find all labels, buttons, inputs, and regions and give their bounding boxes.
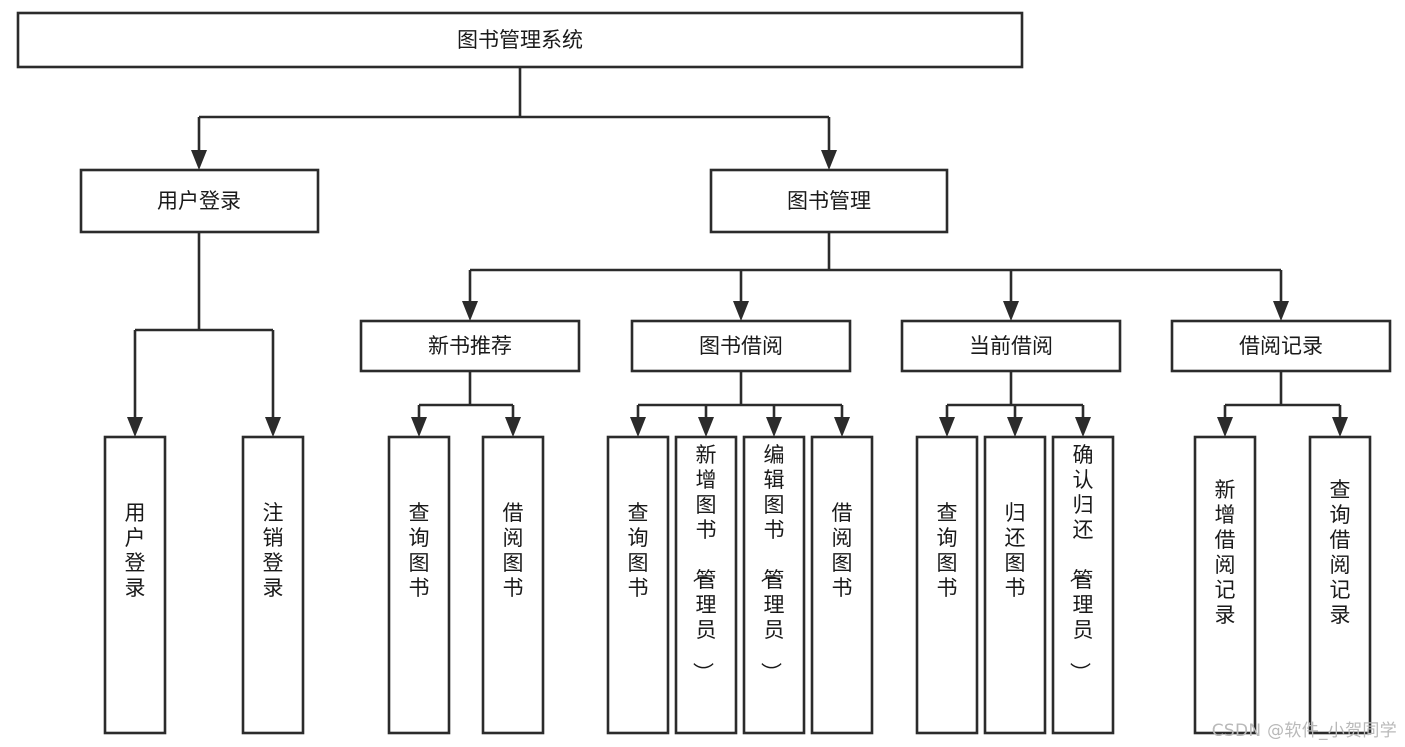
leaf-query-book-2-box[interactable] <box>606 435 670 735</box>
leaf-user-logout-box[interactable] <box>241 435 305 735</box>
leaf-user-logout-label: 注销登录 <box>263 501 284 600</box>
node-leaf-borrow-book-1[interactable]: 借阅图书 <box>481 435 545 735</box>
csdn-watermark: CSDN @软件_小贺同学 <box>1211 721 1397 741</box>
book-management-label: 图书管理 <box>787 189 871 213</box>
node-book-borrow[interactable]: 图书借阅 <box>630 319 852 373</box>
node-book-management[interactable]: 图书管理 <box>709 168 949 234</box>
leaf-confirm-return-box[interactable] <box>1051 435 1115 735</box>
node-leaf-add-record[interactable]: 新增借阅记录 <box>1193 435 1257 735</box>
leaf-add-book-label: 新增图书（管理员） <box>691 443 717 683</box>
node-leaf-user-login[interactable]: 用户登录 <box>103 435 167 735</box>
node-root[interactable]: 图书管理系统 <box>16 11 1024 69</box>
leaf-return-book-label: 归还图书 <box>1005 501 1026 600</box>
root-box[interactable] <box>16 11 1024 69</box>
node-new-book-recommend[interactable]: 新书推荐 <box>359 319 581 373</box>
leaf-query-book-2-label: 查询图书 <box>628 501 649 600</box>
arrow-leaf-borrow-book-2 <box>834 417 850 437</box>
leaf-borrow-book-1-box[interactable] <box>481 435 545 735</box>
arrow-leaf-return-book <box>1007 417 1023 437</box>
leaf-query-book-3-label: 查询图书 <box>937 501 958 600</box>
new-book-recommend-label: 新书推荐 <box>428 334 512 358</box>
arrow-leaf-user-login <box>127 417 143 437</box>
leaf-edit-book-label: 编辑图书（管理员） <box>759 443 785 683</box>
current-borrow-label: 当前借阅 <box>969 334 1053 358</box>
node-leaf-confirm-return[interactable]: 确认归还（管理员） <box>1051 435 1115 735</box>
leaf-add-record-label: 新增借阅记录 <box>1215 478 1236 627</box>
arrow-new-book-recommend <box>462 301 478 321</box>
node-borrow-record[interactable]: 借阅记录 <box>1170 319 1392 373</box>
arrow-leaf-add-record <box>1217 417 1233 437</box>
connector-layer <box>127 67 1348 437</box>
node-leaf-borrow-book-2[interactable]: 借阅图书 <box>810 435 874 735</box>
leaf-borrow-book-2-box[interactable] <box>810 435 874 735</box>
node-leaf-query-book-2[interactable]: 查询图书 <box>606 435 670 735</box>
leaf-query-book-3-box[interactable] <box>915 435 979 735</box>
arrow-leaf-edit-book <box>766 417 782 437</box>
leaf-query-book-1-label: 查询图书 <box>409 501 430 600</box>
borrow-record-label: 借阅记录 <box>1239 334 1323 358</box>
leaf-add-record-box[interactable] <box>1193 435 1257 735</box>
arrow-leaf-query-book-2 <box>630 417 646 437</box>
leaf-confirm-return-label: 确认归还（管理员） <box>1068 443 1094 683</box>
node-user-login[interactable]: 用户登录 <box>79 168 320 234</box>
user-login-label: 用户登录 <box>157 189 241 213</box>
leaf-query-record-box[interactable] <box>1308 435 1372 735</box>
arrow-leaf-confirm-return <box>1075 417 1091 437</box>
arrow-leaf-user-logout <box>265 417 281 437</box>
node-leaf-query-book-1[interactable]: 查询图书 <box>387 435 451 735</box>
user-login-box[interactable] <box>79 168 320 234</box>
node-leaf-query-book-3[interactable]: 查询图书 <box>915 435 979 735</box>
node-leaf-query-record[interactable]: 查询借阅记录 <box>1308 435 1372 735</box>
root-label: 图书管理系统 <box>457 28 583 52</box>
new-book-recommend-box[interactable] <box>359 319 581 373</box>
arrow-book-borrow <box>733 301 749 321</box>
leaf-return-book-box[interactable] <box>983 435 1047 735</box>
node-leaf-add-book[interactable]: 新增图书（管理员） <box>674 435 738 735</box>
leaf-add-book-box[interactable] <box>674 435 738 735</box>
arrow-current-borrow <box>1003 301 1019 321</box>
leaf-borrow-book-2-label: 借阅图书 <box>832 501 853 600</box>
book-management-box[interactable] <box>709 168 949 234</box>
node-leaf-edit-book[interactable]: 编辑图书（管理员） <box>742 435 806 735</box>
leaf-query-book-1-box[interactable] <box>387 435 451 735</box>
current-borrow-box[interactable] <box>900 319 1122 373</box>
arrow-leaf-borrow-book-1 <box>505 417 521 437</box>
arrow-leaf-query-book-1 <box>411 417 427 437</box>
arrow-leaf-query-book-3 <box>939 417 955 437</box>
arrow-user-login <box>191 150 207 170</box>
leaf-edit-book-box[interactable] <box>742 435 806 735</box>
leaf-user-login-box[interactable] <box>103 435 167 735</box>
arrow-leaf-add-book <box>698 417 714 437</box>
leaf-user-login-label: 用户登录 <box>125 501 146 600</box>
arrow-book-management <box>821 150 837 170</box>
node-current-borrow[interactable]: 当前借阅 <box>900 319 1122 373</box>
arrow-leaf-query-record <box>1332 417 1348 437</box>
borrow-record-box[interactable] <box>1170 319 1392 373</box>
arrow-borrow-record <box>1273 301 1289 321</box>
book-borrow-box[interactable] <box>630 319 852 373</box>
leaf-borrow-book-1-label: 借阅图书 <box>503 501 524 600</box>
leaf-query-record-label: 查询借阅记录 <box>1330 478 1351 627</box>
book-borrow-label: 图书借阅 <box>699 334 783 358</box>
node-leaf-user-logout[interactable]: 注销登录 <box>241 435 305 735</box>
node-leaf-return-book[interactable]: 归还图书 <box>983 435 1047 735</box>
